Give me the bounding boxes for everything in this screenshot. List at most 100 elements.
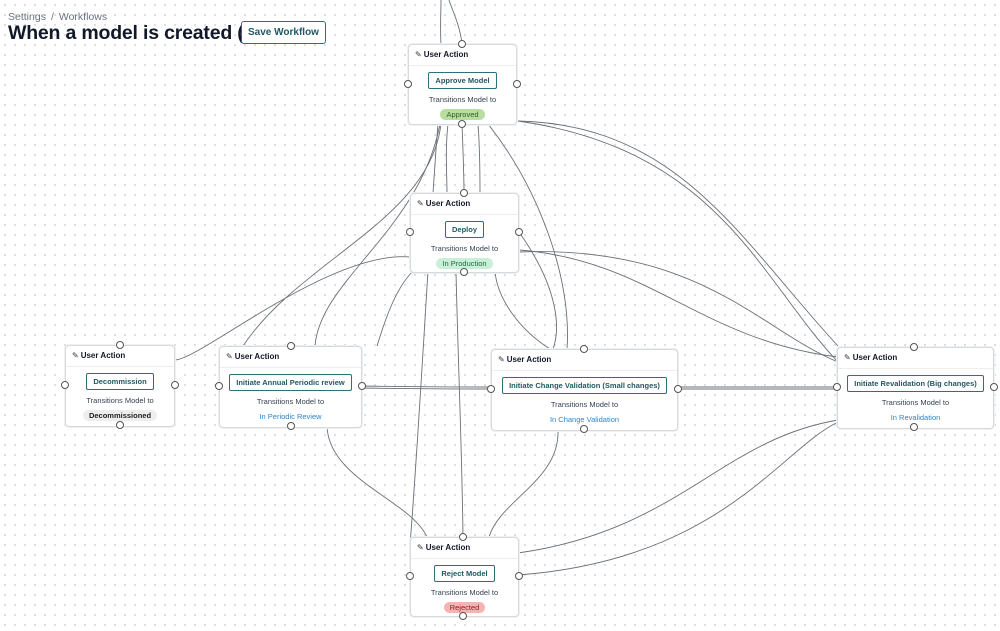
- connection-handle[interactable]: [458, 120, 466, 128]
- edge: [518, 231, 557, 350]
- transitions-label: Transitions Model to: [430, 588, 499, 597]
- save-workflow-button[interactable]: Save Workflow: [241, 21, 326, 44]
- edge: [242, 123, 442, 347]
- connection-handle[interactable]: [458, 40, 466, 48]
- connection-handle[interactable]: [406, 228, 414, 236]
- node-header: ✎User Action: [220, 347, 361, 368]
- node-header: ✎User Action: [411, 538, 518, 559]
- user-action-icon: ✎: [844, 353, 851, 362]
- edge: [487, 123, 568, 350]
- connection-handle[interactable]: [460, 268, 468, 276]
- initiate-change-validation-button[interactable]: Initiate Change Validation (Small change…: [502, 377, 667, 394]
- approve-model-button[interactable]: Approve Model: [428, 72, 497, 89]
- connection-handle[interactable]: [487, 385, 495, 393]
- status-badge-in-production: In Production: [436, 258, 493, 269]
- user-action-icon: ✎: [415, 50, 422, 59]
- status-badge-in-change-validation: In Change Validation: [549, 415, 620, 424]
- user-action-icon: ✎: [417, 543, 424, 552]
- connection-handle[interactable]: [358, 382, 366, 390]
- edge: [376, 271, 413, 347]
- edge: [477, 123, 481, 194]
- node-deploy[interactable]: ✎User Action Deploy Transitions Model to…: [410, 193, 519, 273]
- connection-handle[interactable]: [674, 385, 682, 393]
- transitions-label: Transitions Model to: [428, 95, 497, 104]
- connection-handle[interactable]: [61, 381, 69, 389]
- node-header: ✎User Action: [492, 350, 677, 371]
- node-header: ✎User Action: [66, 346, 174, 367]
- status-badge-in-periodic-review: In Periodic Review: [259, 412, 322, 421]
- connection-handle[interactable]: [515, 228, 523, 236]
- initiate-periodic-review-button[interactable]: Initiate Annual Periodic review: [229, 374, 352, 391]
- user-action-icon: ✎: [417, 199, 424, 208]
- breadcrumb-separator: /: [50, 11, 54, 23]
- transitions-label: Transitions Model to: [256, 397, 325, 406]
- edge: [445, 123, 449, 194]
- connection-handle[interactable]: [116, 421, 124, 429]
- initiate-revalidation-button[interactable]: Initiate Revalidation (Big changes): [847, 375, 984, 392]
- reject-model-button[interactable]: Reject Model: [434, 565, 495, 582]
- decommission-button[interactable]: Decommission: [86, 373, 154, 390]
- edge: [360, 385, 493, 388]
- node-header-label: User Action: [234, 352, 280, 361]
- connection-handle[interactable]: [910, 423, 918, 431]
- connection-handle[interactable]: [833, 383, 841, 391]
- node-header-label: User Action: [425, 199, 471, 208]
- node-decommission[interactable]: ✎User Action Decommission Transitions Mo…: [65, 345, 175, 427]
- edge: [517, 120, 839, 347]
- edge: [455, 271, 464, 538]
- transitions-label: Transitions Model to: [550, 400, 619, 409]
- connection-handle[interactable]: [171, 381, 179, 389]
- node-header-label: User Action: [506, 355, 552, 364]
- connection-handle[interactable]: [459, 533, 467, 541]
- deploy-button[interactable]: Deploy: [444, 221, 484, 238]
- edge: [314, 123, 441, 347]
- connection-handle[interactable]: [404, 80, 412, 88]
- node-header: ✎User Action: [409, 45, 516, 66]
- node-change-validation[interactable]: ✎User Action Initiate Change Validation …: [491, 349, 678, 431]
- breadcrumb-settings-link[interactable]: Settings: [8, 11, 46, 23]
- breadcrumb: Settings / Workflows: [8, 11, 107, 23]
- edge: [517, 120, 839, 363]
- node-header: ✎User Action: [838, 348, 993, 369]
- edge: [494, 271, 551, 350]
- edge: [488, 429, 559, 538]
- edge: [518, 249, 839, 358]
- connection-handle[interactable]: [215, 382, 223, 390]
- transitions-label: Transitions Model to: [430, 244, 499, 253]
- connection-handle[interactable]: [406, 572, 414, 580]
- breadcrumb-workflows-link[interactable]: Workflows: [58, 11, 108, 23]
- page-title: When a model is created (v1): [8, 22, 272, 44]
- node-header: ✎User Action: [411, 194, 518, 215]
- edge: [409, 123, 439, 546]
- node-header-label: User Action: [852, 353, 898, 362]
- connection-handle[interactable]: [459, 612, 467, 620]
- connection-handle[interactable]: [287, 422, 295, 430]
- connection-handle[interactable]: [287, 342, 295, 350]
- transitions-label: Transitions Model to: [86, 396, 154, 405]
- connection-handle[interactable]: [580, 425, 588, 433]
- edge: [174, 256, 411, 361]
- connection-handle[interactable]: [116, 341, 124, 349]
- edge: [518, 251, 839, 363]
- transitions-label: Transitions Model to: [881, 398, 950, 407]
- node-header-label: User Action: [423, 50, 469, 59]
- node-reject-model[interactable]: ✎User Action Reject Model Transitions Mo…: [410, 537, 519, 617]
- user-action-icon: ✎: [498, 355, 505, 364]
- edge: [461, 123, 465, 194]
- connection-handle[interactable]: [515, 572, 523, 580]
- node-periodic-review[interactable]: ✎User Action Initiate Annual Periodic re…: [219, 346, 362, 428]
- user-action-icon: ✎: [226, 352, 233, 361]
- edge: [517, 419, 839, 554]
- node-revalidation[interactable]: ✎User Action Initiate Revalidation (Big …: [837, 347, 994, 429]
- connection-handle[interactable]: [990, 383, 998, 391]
- edge: [360, 387, 493, 390]
- edge: [326, 426, 428, 538]
- status-badge-decommissioned: Decommissioned: [82, 410, 158, 421]
- status-badge-rejected: Rejected: [443, 602, 486, 613]
- connection-handle[interactable]: [580, 345, 588, 353]
- node-approve-model[interactable]: ✎User Action Approve Model Transitions M…: [408, 44, 517, 125]
- connection-handle[interactable]: [513, 80, 521, 88]
- connection-handle[interactable]: [910, 343, 918, 351]
- connection-handle[interactable]: [460, 189, 468, 197]
